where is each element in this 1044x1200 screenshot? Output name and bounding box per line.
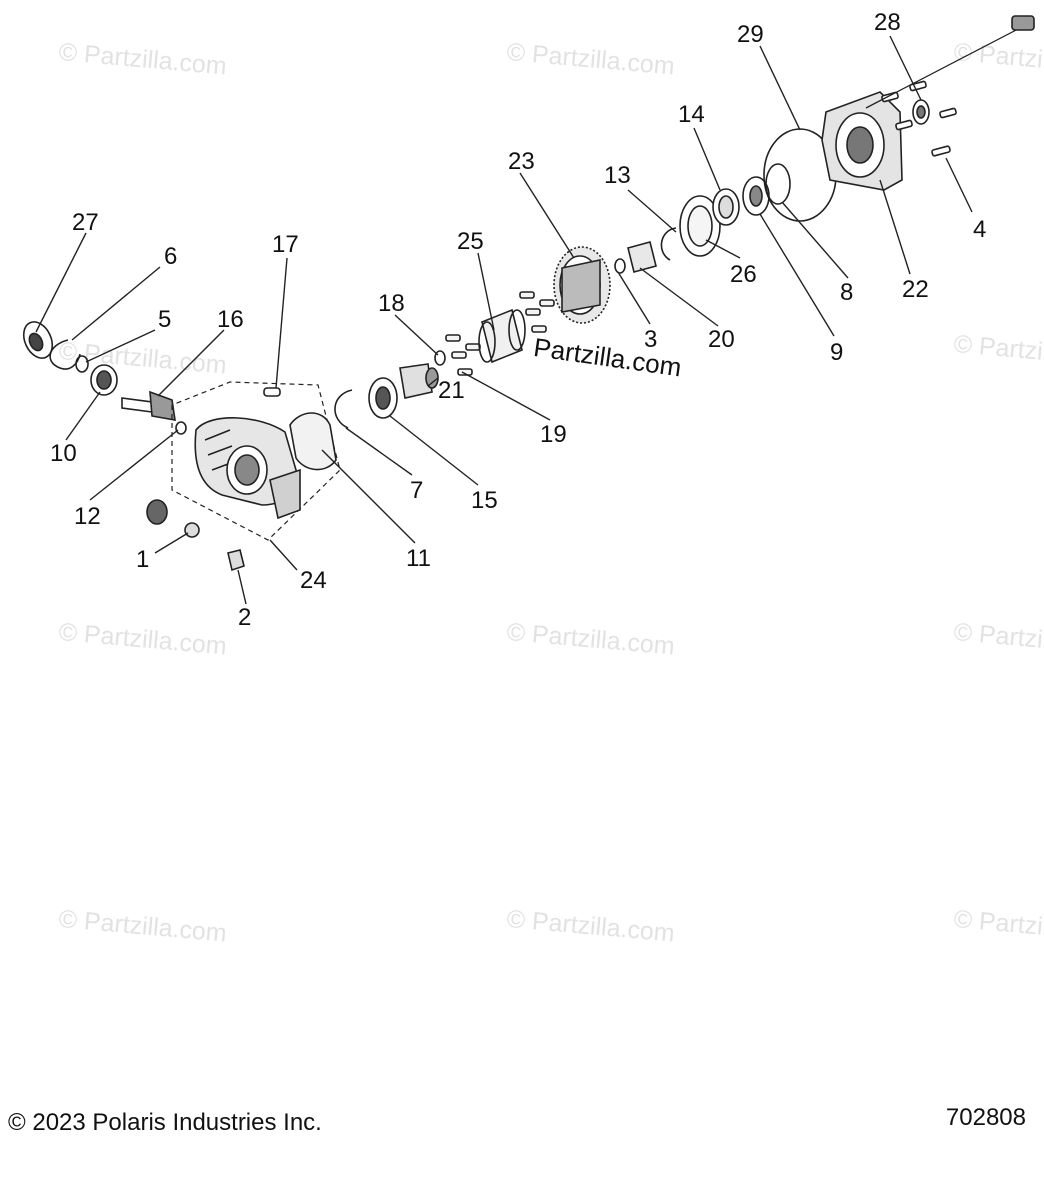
callout-16: 16 <box>217 306 244 333</box>
part-24-housing <box>194 417 301 520</box>
part-seal <box>146 499 168 525</box>
part-7-snap-ring <box>334 389 353 429</box>
part-11-ring <box>289 412 337 471</box>
part-23-ring-gear <box>553 246 611 324</box>
part-sensor-wire <box>865 27 1021 109</box>
part-14-bearing <box>712 188 740 226</box>
part-3-washer <box>614 258 626 274</box>
callout-21: 21 <box>438 377 465 404</box>
callout-14: 14 <box>678 101 705 128</box>
callout-27: 27 <box>72 209 99 236</box>
callout-28: 28 <box>874 9 901 36</box>
callout-12: 12 <box>74 503 101 530</box>
part-21-collar <box>399 363 439 399</box>
part-15-bearing <box>368 377 398 419</box>
callout-11: 11 <box>406 545 431 572</box>
part-24-outline <box>171 381 341 541</box>
diagram-number: 702808 <box>945 1104 1026 1131</box>
callout-26: 26 <box>730 261 757 288</box>
part-12-washer <box>175 421 187 435</box>
part-27-seal <box>22 321 54 359</box>
part-20-collar <box>627 241 657 273</box>
part-25-roller-cage <box>478 308 526 364</box>
callout-18: 18 <box>378 290 405 317</box>
callout-29: 29 <box>737 21 764 48</box>
part-19-rollers <box>445 291 555 376</box>
callout-24: 24 <box>300 567 327 594</box>
callout-4: 4 <box>973 216 986 243</box>
callout-13: 13 <box>604 162 631 189</box>
part-5-o-ring <box>75 355 89 373</box>
leader-lines <box>35 35 973 605</box>
part-8-o-ring <box>765 163 791 205</box>
part-2-plug <box>227 549 245 572</box>
callout-25: 25 <box>457 228 484 255</box>
part-17-pin <box>263 387 281 397</box>
part-16-pinion-shaft <box>121 390 176 421</box>
callout-9: 9 <box>830 339 843 366</box>
callout-1: 1 <box>136 546 149 573</box>
callout-15: 15 <box>471 487 498 514</box>
part-sensor-connector <box>1011 15 1035 31</box>
callout-23: 23 <box>508 148 535 175</box>
callout-2: 2 <box>238 604 251 631</box>
callout-5: 5 <box>158 306 171 333</box>
callout-19: 19 <box>540 421 567 448</box>
part-bolts <box>881 80 957 157</box>
part-10-bearing <box>90 364 118 396</box>
callout-22: 22 <box>902 276 929 303</box>
callout-10: 10 <box>50 440 77 467</box>
part-13-snap-ring <box>660 227 677 261</box>
callout-6: 6 <box>164 243 177 270</box>
part-22-cover <box>821 91 903 191</box>
part-9-bearing <box>742 176 770 216</box>
part-26-plate <box>679 195 721 257</box>
callout-20: 20 <box>708 326 735 353</box>
callout-17: 17 <box>272 231 299 258</box>
callout-3: 3 <box>644 326 657 353</box>
copyright-text: © 2023 Polaris Industries Inc. <box>8 1109 322 1136</box>
callout-numbers: 27 6 5 16 17 10 12 1 2 24 11 7 15 18 21 … <box>50 9 986 631</box>
callout-8: 8 <box>840 279 853 306</box>
part-28-seal <box>912 99 930 125</box>
part-1-plug <box>184 522 200 538</box>
callout-7: 7 <box>410 477 423 504</box>
